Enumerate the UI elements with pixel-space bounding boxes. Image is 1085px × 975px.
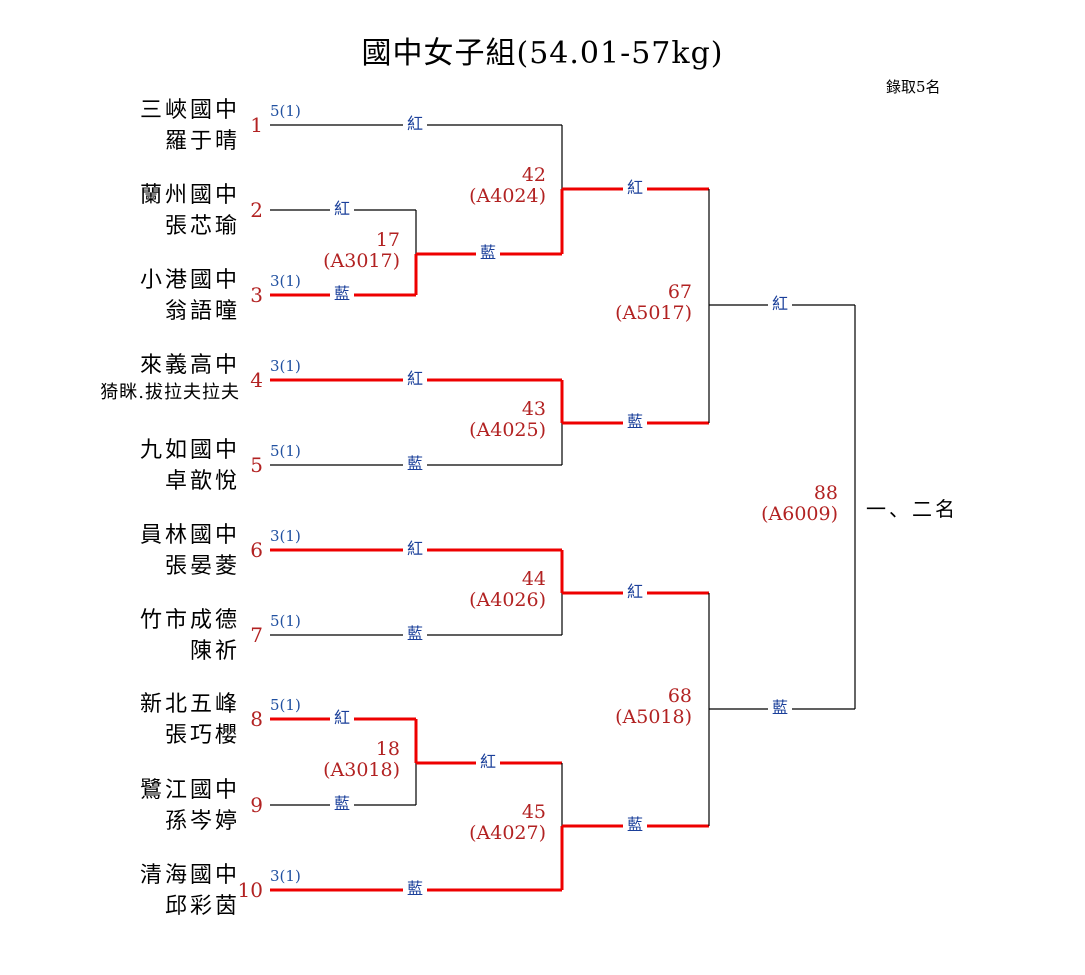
match-number: 88	[813, 482, 838, 504]
match-code: (A5017)	[615, 302, 692, 324]
match-label-45: 45(A4027)	[446, 802, 546, 844]
competitor-name: 猗眯.拔拉夫拉夫	[100, 382, 240, 403]
match-number: 44	[521, 568, 546, 590]
red-corner-label: 紅	[330, 200, 355, 218]
blue-corner-label: 藍	[330, 285, 355, 303]
competitor-score: 5(1)	[270, 442, 301, 460]
competitor-school: 新北五峰	[139, 692, 240, 717]
match-number: 43	[521, 398, 546, 420]
competitor-name: 孫岑婷	[164, 809, 240, 834]
match-number: 67	[667, 281, 692, 303]
seed-number: 9	[250, 793, 263, 817]
blue-corner-label: 藍	[330, 795, 355, 813]
red-corner-label: 紅	[476, 753, 501, 771]
blue-corner-label: 藍	[623, 413, 648, 431]
match-number: 42	[521, 164, 546, 186]
seed-number: 3	[250, 283, 263, 307]
red-corner-label: 紅	[403, 115, 428, 133]
seed-number: 4	[250, 368, 263, 392]
blue-corner-label: 藍	[403, 625, 428, 643]
match-code: (A6009)	[761, 503, 838, 525]
competitor-school: 小港國中	[139, 268, 240, 293]
competitor-name: 翁語曈	[164, 299, 240, 324]
competitor-school: 竹市成德	[139, 608, 240, 633]
red-corner-label: 紅	[768, 295, 793, 313]
blue-corner-label: 藍	[403, 455, 428, 473]
blue-corner-label: 藍	[476, 244, 501, 262]
match-label-18: 18(A3018)	[300, 739, 400, 781]
match-number: 18	[375, 738, 400, 760]
red-corner-label: 紅	[403, 370, 428, 388]
match-label-42: 42(A4024)	[446, 165, 546, 207]
seed-number: 8	[250, 707, 263, 731]
bracket-title: 國中女子組(54.01-57kg)	[361, 36, 724, 71]
quota-note: 錄取5名	[886, 78, 941, 96]
seed-number: 6	[250, 538, 263, 562]
match-code: (A4027)	[469, 822, 546, 844]
match-label-17: 17(A3017)	[300, 230, 400, 272]
red-corner-label: 紅	[330, 709, 355, 727]
seed-number: 2	[250, 198, 263, 222]
competitor-score: 3(1)	[270, 272, 301, 290]
competitor-name: 卓歆悅	[164, 469, 240, 494]
competitor-school: 員林國中	[139, 523, 240, 548]
match-code: (A4025)	[469, 419, 546, 441]
seed-number: 5	[250, 453, 263, 477]
blue-corner-label: 藍	[403, 880, 428, 898]
competitor-school: 蘭州國中	[139, 183, 240, 208]
competitor-name: 羅于晴	[164, 129, 240, 154]
blue-corner-label: 藍	[768, 699, 793, 717]
seed-number: 10	[237, 878, 263, 902]
seed-number: 7	[250, 623, 263, 647]
match-number: 68	[667, 685, 692, 707]
match-code: (A4026)	[469, 589, 546, 611]
match-code: (A5018)	[615, 706, 692, 728]
blue-corner-label: 藍	[623, 816, 648, 834]
match-label-68: 68(A5018)	[592, 686, 692, 728]
match-code: (A3017)	[323, 250, 400, 272]
match-label-88: 88(A6009)	[738, 483, 838, 525]
competitor-score: 3(1)	[270, 527, 301, 545]
match-label-67: 67(A5017)	[592, 282, 692, 324]
match-code: (A4024)	[469, 185, 546, 207]
competitor-school: 九如國中	[139, 438, 240, 463]
competitor-name: 邱彩茵	[164, 894, 240, 919]
match-label-43: 43(A4025)	[446, 399, 546, 441]
match-label-44: 44(A4026)	[446, 569, 546, 611]
competitor-score: 5(1)	[270, 612, 301, 630]
match-number: 45	[521, 801, 546, 823]
red-corner-label: 紅	[403, 540, 428, 558]
competitor-score: 5(1)	[270, 102, 301, 120]
competitor-name: 張芯瑜	[164, 214, 240, 239]
match-code: (A3018)	[323, 759, 400, 781]
competitor-school: 鷺江國中	[139, 778, 240, 803]
match-number: 17	[375, 229, 400, 251]
competitor-school: 清海國中	[139, 863, 240, 888]
competitor-school: 來義高中	[139, 353, 240, 378]
competitor-score: 3(1)	[270, 867, 301, 885]
competitor-school: 三峽國中	[139, 98, 240, 123]
competitor-name: 張晏菱	[164, 554, 240, 579]
red-corner-label: 紅	[623, 179, 648, 197]
competitor-score: 5(1)	[270, 696, 301, 714]
competitor-name: 張巧櫻	[164, 723, 240, 748]
competitor-name: 陳祈	[189, 639, 240, 664]
competitor-score: 3(1)	[270, 357, 301, 375]
seed-number: 1	[250, 113, 263, 137]
final-placement-label: 一、二名	[866, 497, 958, 521]
red-corner-label: 紅	[623, 583, 648, 601]
